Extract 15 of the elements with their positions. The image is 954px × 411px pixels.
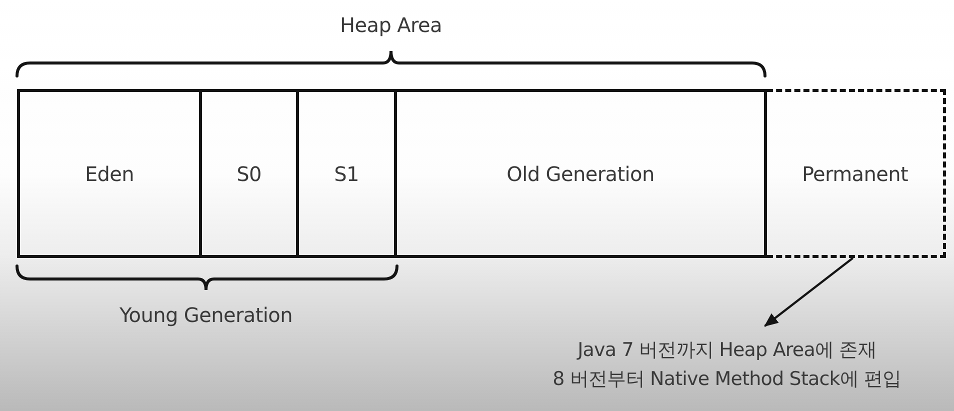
- region-label: S0: [236, 162, 262, 186]
- region-label: S1: [334, 162, 359, 186]
- memory-region: [296, 89, 397, 258]
- region-label: Eden: [84, 162, 134, 186]
- arrow: [764, 257, 854, 327]
- region-label: Permanent: [802, 162, 908, 186]
- region-label: Old Generation: [506, 162, 654, 186]
- note-text: 8 버전부터 Native Method Stack에 편입: [552, 367, 902, 392]
- dashed-memory-region: [767, 89, 946, 258]
- memory-region: [199, 89, 299, 258]
- group-label: Heap Area: [339, 13, 443, 37]
- note-text: Java 7 버전까지 Heap Area에 존재: [578, 338, 876, 363]
- group-label: Young Generation: [118, 303, 294, 327]
- memory-region: [394, 89, 767, 258]
- memory-region: [17, 89, 202, 258]
